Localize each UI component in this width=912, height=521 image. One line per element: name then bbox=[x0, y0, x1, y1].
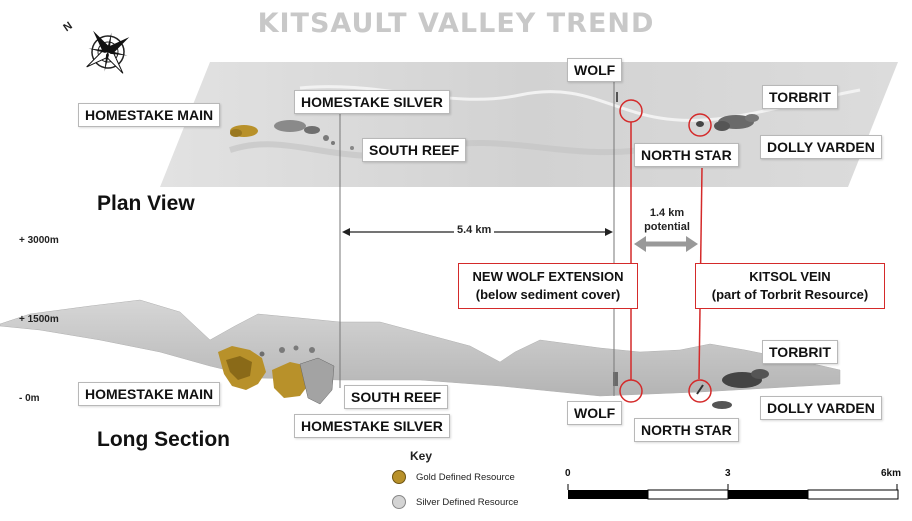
key-silver-swatch bbox=[392, 495, 406, 509]
distance-1-4km-caption: potential bbox=[644, 221, 690, 233]
plan-wolf-circle bbox=[619, 99, 643, 123]
plan-homestake-silver-deposit bbox=[274, 120, 335, 145]
plan-view-label: Plan View bbox=[97, 192, 195, 215]
elevation-3000m: + 3000m bbox=[19, 235, 59, 246]
section-homestake-main-label: HOMESTAKE MAIN bbox=[78, 382, 221, 406]
section-south-reef-label: SOUTH REEF bbox=[344, 385, 449, 409]
section-homestake-silver-deposit bbox=[259, 345, 335, 405]
section-north-star-label: NORTH STAR bbox=[634, 418, 739, 442]
plan-homestake-main-deposit bbox=[230, 125, 258, 137]
section-north-star-deposit bbox=[696, 384, 704, 395]
plan-torbrit-deposit bbox=[714, 114, 759, 131]
plan-south-reef-label: SOUTH REEF bbox=[362, 138, 467, 162]
plan-dolly-varden-label: DOLLY VARDEN bbox=[760, 135, 882, 159]
section-torbrit-deposit bbox=[722, 369, 769, 388]
plan-north-star-deposit bbox=[696, 121, 704, 127]
plan-wolf-label: WOLF bbox=[567, 58, 623, 82]
scale-label-0: 0 bbox=[565, 468, 571, 479]
distance-1-4km-value: 1.4 km bbox=[649, 207, 685, 219]
kitsol-vein-title: KITSOL VEIN bbox=[749, 269, 831, 284]
distance-1-4km-label: 1.4 km potential bbox=[635, 206, 699, 234]
distance-1-4km-arrow bbox=[634, 236, 698, 252]
scale-bar bbox=[567, 484, 899, 500]
key-gold-swatch bbox=[392, 470, 406, 484]
plan-homestake-silver-label: HOMESTAKE SILVER bbox=[294, 90, 450, 114]
plan-torbrit-label: TORBRIT bbox=[762, 85, 838, 109]
new-wolf-extension-subtitle: (below sediment cover) bbox=[475, 287, 621, 302]
map-title: KITSAULT VALLEY TREND bbox=[257, 8, 655, 39]
section-wolf-deposit bbox=[613, 372, 618, 386]
section-dolly-varden-deposit bbox=[712, 401, 732, 409]
section-wolf-label: WOLF bbox=[567, 401, 623, 425]
section-homestake-main-deposit bbox=[218, 346, 266, 390]
key-title: Key bbox=[410, 449, 433, 463]
plan-homestake-main-label: HOMESTAKE MAIN bbox=[78, 103, 221, 127]
key-gold-label: Gold Defined Resource bbox=[416, 472, 515, 483]
scale-label-3: 3 bbox=[725, 468, 731, 479]
long-section-label: Long Section bbox=[97, 428, 230, 451]
section-dolly-varden-label: DOLLY VARDEN bbox=[760, 396, 882, 420]
distance-5-4km-label: 5.4 km bbox=[454, 224, 495, 236]
section-torbrit-label: TORBRIT bbox=[762, 340, 838, 364]
scale-label-6km: 6km bbox=[881, 468, 902, 479]
new-wolf-extension-title: NEW WOLF EXTENSION bbox=[472, 269, 624, 284]
kitsol-vein-callout: KITSOL VEIN (part of Torbrit Resource) bbox=[695, 263, 885, 309]
plan-north-star-circle bbox=[688, 113, 712, 137]
plan-north-star-label: NORTH STAR bbox=[634, 143, 739, 167]
compass-rose-icon bbox=[86, 30, 130, 74]
key-silver-label: Silver Defined Resource bbox=[416, 497, 519, 508]
plan-south-reef-deposit bbox=[350, 146, 354, 150]
elevation-1500m: + 1500m bbox=[19, 314, 59, 325]
new-wolf-extension-callout: NEW WOLF EXTENSION (below sediment cover… bbox=[458, 263, 638, 309]
kitsol-vein-subtitle: (part of Torbrit Resource) bbox=[711, 287, 869, 302]
plan-view-terrain bbox=[160, 62, 898, 187]
elevation-0m: - 0m bbox=[19, 393, 40, 404]
section-homestake-silver-label: HOMESTAKE SILVER bbox=[294, 414, 450, 438]
section-wolf-circle bbox=[619, 379, 643, 403]
section-north-star-circle bbox=[688, 379, 712, 403]
